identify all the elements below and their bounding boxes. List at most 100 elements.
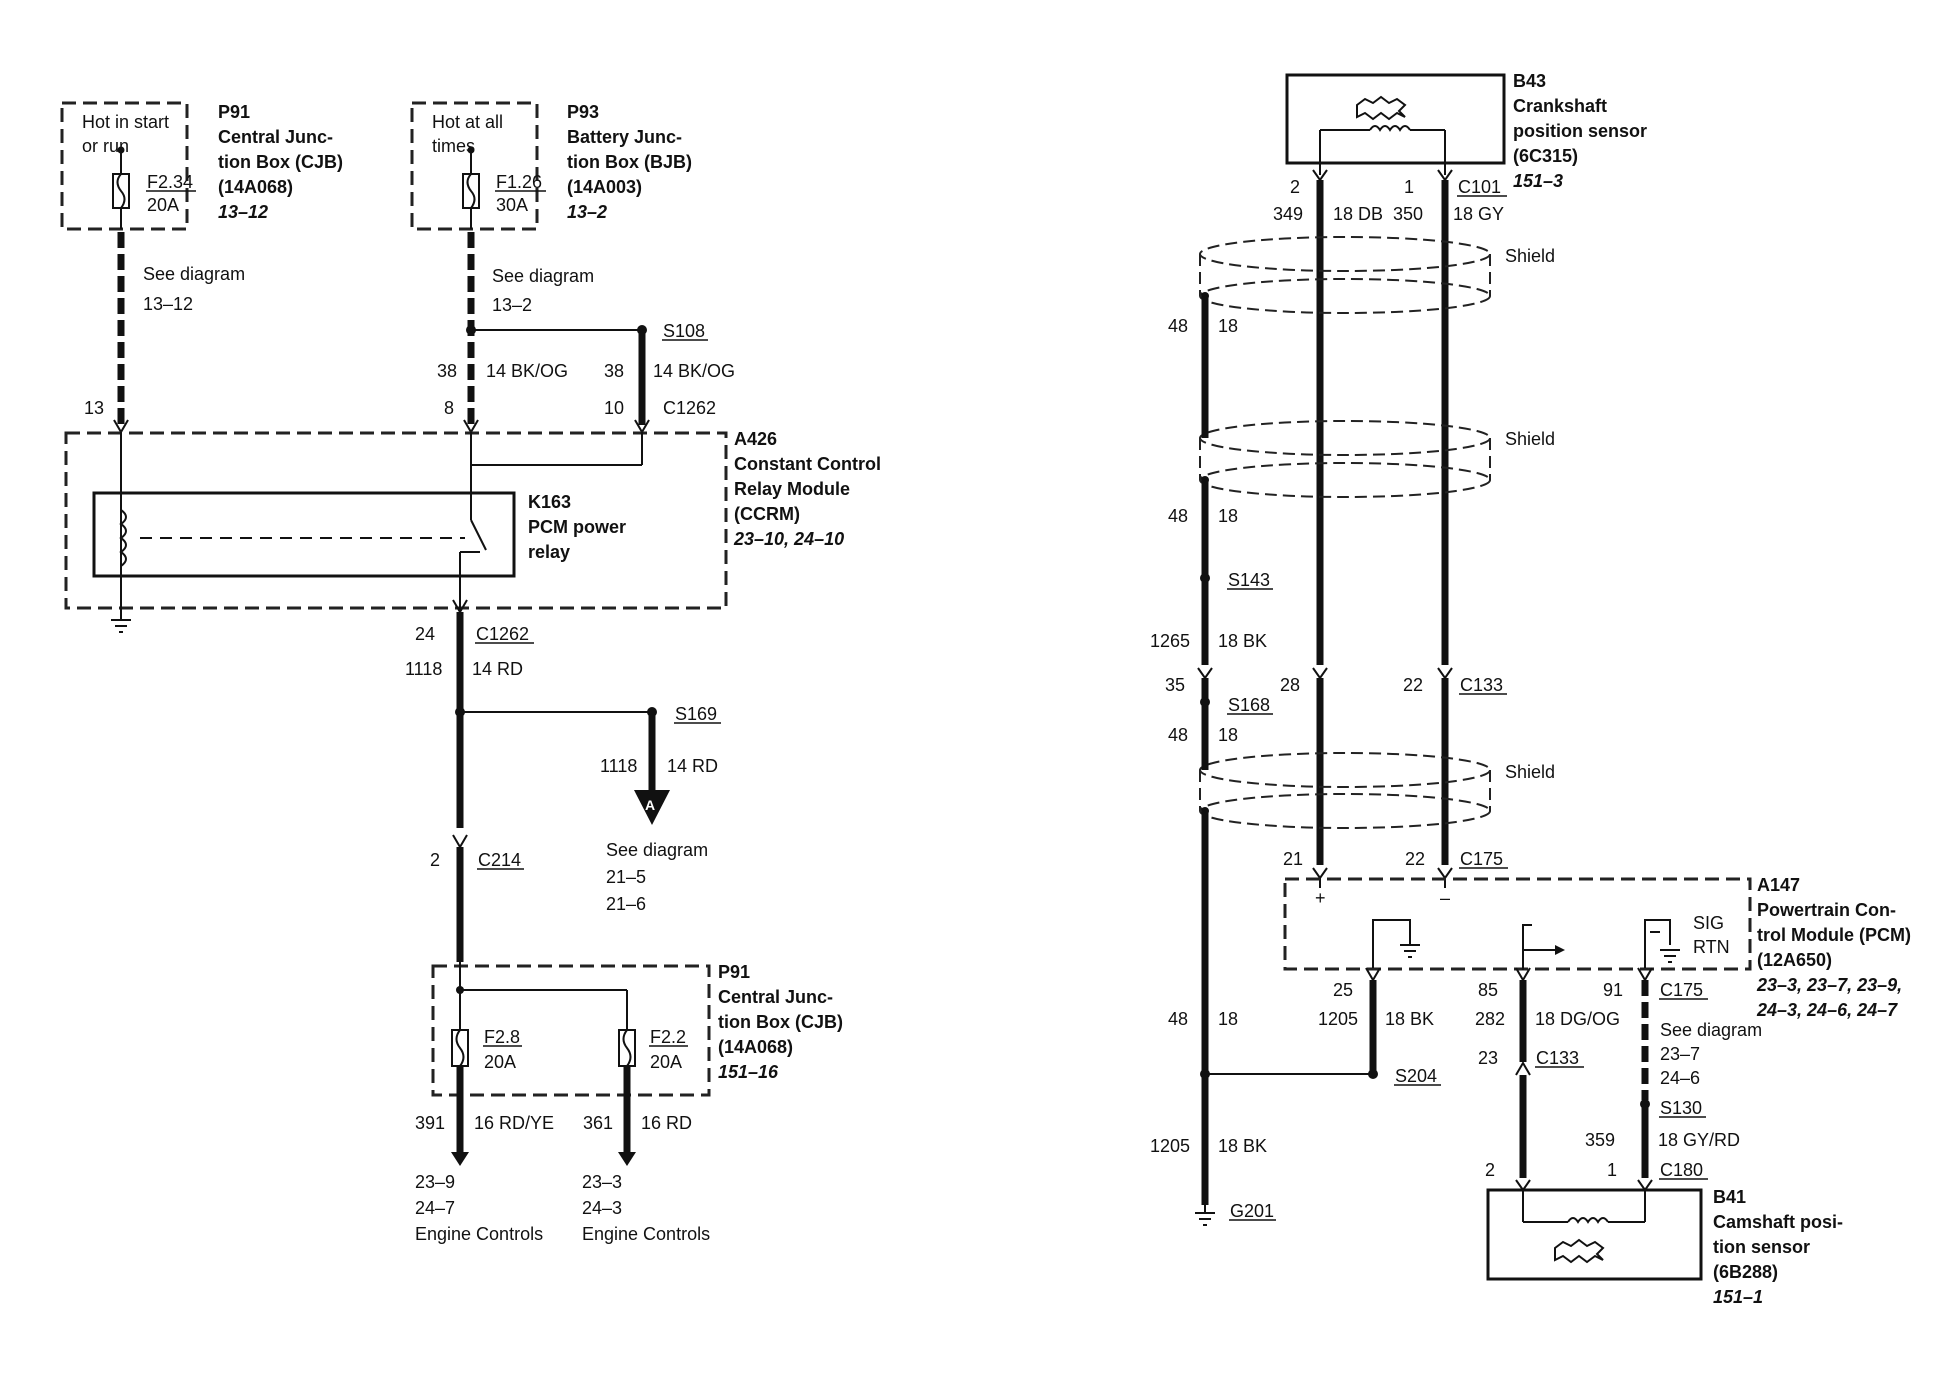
crank-signal-wires	[1312, 169, 1453, 888]
pin-21: 21	[1283, 849, 1303, 869]
splice-s143: S143	[1228, 570, 1270, 590]
ground-icon	[1400, 944, 1420, 958]
wire-391: 391	[415, 1113, 445, 1133]
b43-name-1: Crankshaft	[1513, 96, 1607, 116]
wire-48-b-gauge: 18	[1218, 506, 1238, 526]
pin-22-c133: 22	[1403, 675, 1423, 695]
p91-top-note-1: Hot in start	[82, 112, 169, 132]
ccrm-output-wires: A	[452, 599, 670, 962]
p91-bottom-name-3: (14A068)	[718, 1037, 793, 1057]
b41-id: B41	[1713, 1187, 1746, 1207]
pin-10: 10	[604, 398, 624, 418]
wire-349: 349	[1273, 204, 1303, 224]
a147-name-1: Powertrain Con-	[1757, 900, 1896, 920]
fuse-f22-label: F2.2	[650, 1027, 686, 1047]
pin-1-c101: 1	[1404, 177, 1414, 197]
a147-outline	[1283, 877, 1752, 971]
relay-switch-icon	[470, 519, 487, 551]
p93-id: P93	[567, 102, 599, 122]
wire-1118-gauge: 14 RD	[472, 659, 523, 679]
wire-38-b: 38	[604, 361, 624, 381]
wire-48-b: 48	[1168, 506, 1188, 526]
b43-name-2: position sensor	[1513, 121, 1647, 141]
fuse-f234-amps: 20A	[147, 195, 179, 215]
pin-35: 35	[1165, 675, 1185, 695]
wire-1205-a: 1205	[1318, 1009, 1358, 1029]
output-2-ref-2: 24–3	[582, 1198, 622, 1218]
connector-c1262-top: C1262	[663, 398, 716, 418]
arrow-down-icon	[618, 1152, 636, 1166]
output-1-ref-1: 23–9	[415, 1172, 455, 1192]
wire-38-a: 38	[437, 361, 457, 381]
see-diagram-a-line1: See diagram	[606, 840, 708, 860]
output-2-label: Engine Controls	[582, 1224, 710, 1244]
see-diagram-a-line2: 21–5	[606, 867, 646, 887]
pin-13: 13	[84, 398, 104, 418]
wire-1205-a-gauge: 18 BK	[1385, 1009, 1434, 1029]
wire-361: 361	[583, 1113, 613, 1133]
wire-391-gauge: 16 RD/YE	[474, 1113, 554, 1133]
splice-s108: S108	[663, 321, 705, 341]
wire-48-c-gauge: 18	[1218, 725, 1238, 745]
b43-outline	[1285, 73, 1506, 165]
p93-box: Hot at all times F1.26 30A P93 Battery J…	[410, 101, 692, 231]
connector-c1262-bottom: C1262	[476, 624, 529, 644]
p91-top-name-1: Central Junc-	[218, 127, 333, 147]
arrow-a-label: A	[645, 797, 655, 813]
arrow-a-icon	[634, 790, 670, 825]
right-circuit: B43 Crankshaft position sensor (6C315) 1…	[1150, 71, 1911, 1307]
pin-23: 23	[1478, 1048, 1498, 1068]
plus-sign: +	[1315, 888, 1326, 908]
output-1-label: Engine Controls	[415, 1224, 543, 1244]
see-diagram-13-12-line2: 13–12	[143, 294, 193, 314]
sensor-icon	[1356, 95, 1407, 121]
rtn-label: RTN	[1693, 937, 1730, 957]
wire-1118-branch: 1118	[600, 756, 637, 776]
pin-28: 28	[1280, 675, 1300, 695]
shield-label-3: Shield	[1505, 762, 1555, 782]
p93-name-1: Battery Junc-	[567, 127, 682, 147]
wire-359: 359	[1585, 1130, 1615, 1150]
k163-name-2: relay	[528, 542, 570, 562]
wire-282-gauge: 18 DG/OG	[1535, 1009, 1620, 1029]
splice-s169: S169	[675, 704, 717, 724]
a147-name-2: trol Module (PCM)	[1757, 925, 1911, 945]
connector-c214: C214	[478, 850, 521, 870]
k163-name-1: PCM power	[528, 517, 626, 537]
p91-top-name-3: (14A068)	[218, 177, 293, 197]
b43-ref: 151–3	[1513, 171, 1563, 191]
wire-1118: 1118	[405, 659, 442, 679]
p91-top-ref: 13–12	[218, 202, 268, 222]
wire-1118-branch-gauge: 14 RD	[667, 756, 718, 776]
wire-359-gauge: 18 GY/RD	[1658, 1130, 1740, 1150]
fuse-f28-label: F2.8	[484, 1027, 520, 1047]
wire-282: 282	[1475, 1009, 1505, 1029]
shield-drain-wire	[1195, 292, 1378, 1226]
wire-38-a-gauge: 14 BK/OG	[486, 361, 568, 381]
relay-coil-icon	[119, 509, 127, 567]
wire-361-gauge: 16 RD	[641, 1113, 692, 1133]
p93-note-1: Hot at all	[432, 112, 503, 132]
k163-id: K163	[528, 492, 571, 512]
fuse-element-icon	[116, 173, 126, 209]
pin-22-c175: 22	[1405, 849, 1425, 869]
p93-name-3: (14A003)	[567, 177, 642, 197]
p91-top-note-2: or run	[82, 136, 129, 156]
p93-note-2: times	[432, 136, 475, 156]
a147-name-3: (12A650)	[1757, 950, 1832, 970]
see-diagram-line1: See diagram	[1660, 1020, 1762, 1040]
sensor-icon	[1554, 1238, 1605, 1264]
fuse-f28-amps: 20A	[484, 1052, 516, 1072]
wire-1265-gauge: 18 BK	[1218, 631, 1267, 651]
wire-349-gauge: 18 DB	[1333, 204, 1383, 224]
b41-outline	[1486, 1188, 1703, 1281]
a147-ref-2: 24–3, 24–6, 24–7	[1756, 1000, 1898, 1020]
wire-1205-b: 1205	[1150, 1136, 1190, 1156]
fuse-f234-label: F2.34	[147, 172, 193, 192]
ground-g201-label: G201	[1230, 1201, 1274, 1221]
sig-label: SIG	[1693, 913, 1724, 933]
a426-name-1: Constant Control	[734, 454, 881, 474]
pin-85: 85	[1478, 980, 1498, 1000]
wire-1205-b-gauge: 18 BK	[1218, 1136, 1267, 1156]
